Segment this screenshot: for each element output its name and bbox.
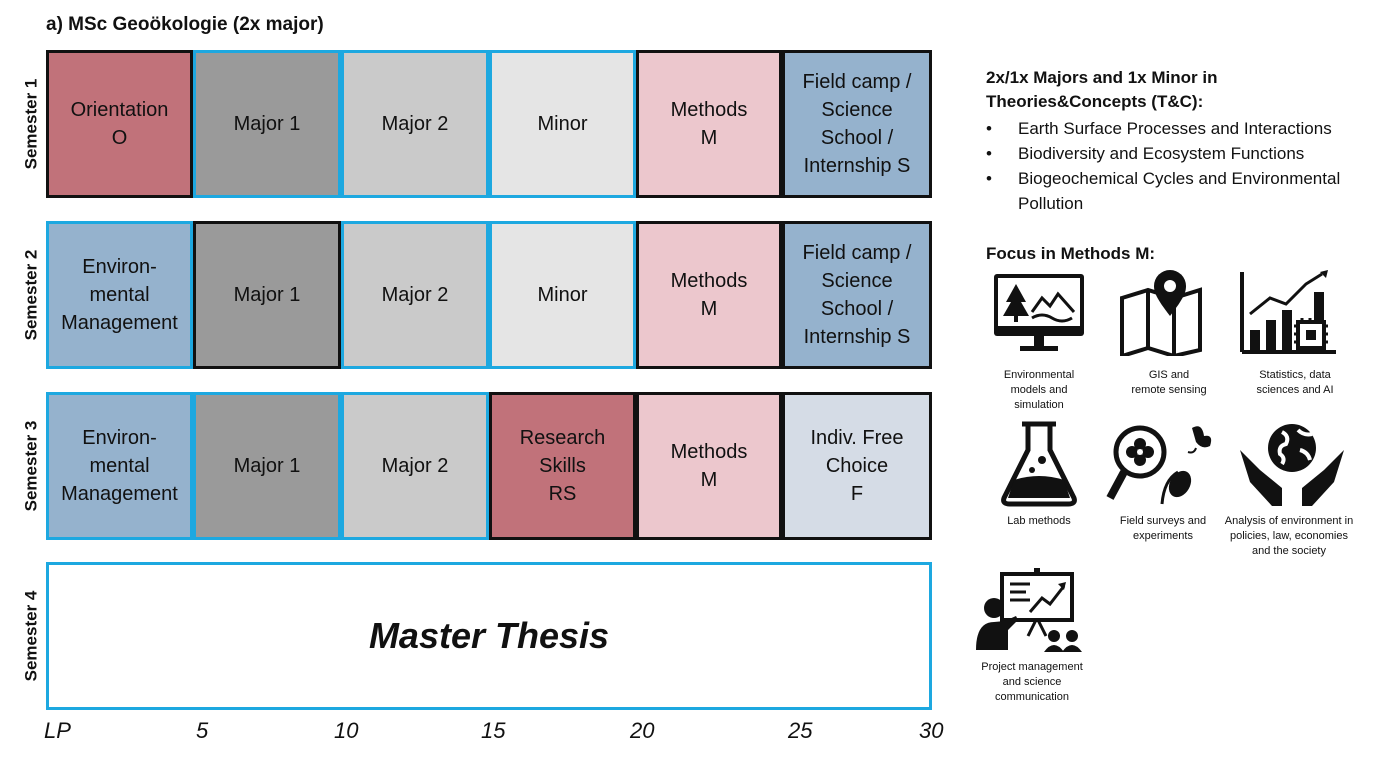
icon-caption: Environmental models and simulation bbox=[1003, 369, 1075, 411]
module-cell: Major 2 bbox=[341, 392, 489, 540]
icon-caption: GIS and remote sensing bbox=[1131, 369, 1207, 396]
map-pin-icon bbox=[1110, 268, 1228, 359]
magnifier-flower-icon bbox=[1104, 420, 1222, 508]
list-item: Earth Surface Processes and Interactions bbox=[986, 116, 1376, 141]
majors-list: Earth Surface Processes and Interactions… bbox=[986, 116, 1376, 216]
semester-3-label: Semester 3 bbox=[21, 420, 41, 512]
chart-chip-icon bbox=[1236, 268, 1354, 356]
module-cell: Orientation O bbox=[46, 50, 193, 198]
figure-title: a) MSc Geoökologie (2x major) bbox=[46, 14, 324, 35]
module-cell: Research Skills RS bbox=[489, 392, 636, 540]
icon-caption: Analysis of environment in policies, law… bbox=[1224, 515, 1354, 557]
icon-caption: Project management and science communica… bbox=[981, 661, 1083, 703]
lp-tick-25: 25 bbox=[788, 718, 813, 743]
icon-caption: Statistics, data sciences and AI bbox=[1256, 369, 1334, 396]
module-cell: Methods M bbox=[636, 50, 782, 198]
module-cell: Major 2 bbox=[341, 221, 489, 369]
module-cell: Major 2 bbox=[341, 50, 489, 198]
module-cell: Environ- mental Management bbox=[46, 392, 193, 540]
icon-caption: Field surveys and experiments bbox=[1119, 515, 1207, 542]
module-cell: Minor bbox=[489, 50, 636, 198]
lp-tick-30: 30 bbox=[919, 718, 944, 743]
module-cell: Environ- mental Management bbox=[46, 221, 193, 369]
module-cell: Minor bbox=[489, 221, 636, 369]
lp-tick-20: 20 bbox=[630, 718, 655, 743]
module-cell: Indiv. Free Choice F bbox=[782, 392, 932, 540]
lp-axis-label: LP bbox=[44, 718, 71, 743]
presentation-icon bbox=[972, 566, 1090, 654]
lp-tick-10: 10 bbox=[334, 718, 359, 743]
semester-4-label: Semester 4 bbox=[21, 590, 41, 682]
flask-icon bbox=[980, 420, 1098, 508]
module-cell: Field camp / Science School / Internship… bbox=[782, 221, 932, 369]
semester-2-label: Semester 2 bbox=[21, 249, 41, 341]
lp-tick-5: 5 bbox=[196, 718, 209, 743]
master-thesis-block: Master Thesis bbox=[46, 562, 932, 710]
icon-caption: Lab methods bbox=[1007, 515, 1071, 527]
module-cell: Major 1 bbox=[193, 392, 341, 540]
module-cell: Field camp / Science School / Internship… bbox=[782, 50, 932, 198]
module-cell: Methods M bbox=[636, 221, 782, 369]
methods-heading: Focus in Methods M: bbox=[986, 244, 1156, 263]
semester-1-label: Semester 1 bbox=[21, 78, 41, 170]
module-cell: Major 1 bbox=[193, 50, 341, 198]
lp-tick-15: 15 bbox=[481, 718, 506, 743]
monitor-landscape-icon bbox=[980, 268, 1098, 356]
majors-heading: 2x/1x Majors and 1x Minor in Theories&Co… bbox=[986, 68, 1218, 111]
hands-globe-icon bbox=[1232, 420, 1350, 508]
list-item: Biogeochemical Cycles and Environmental … bbox=[986, 166, 1376, 216]
list-item: Biodiversity and Ecosystem Functions bbox=[986, 141, 1376, 166]
module-cell: Major 1 bbox=[193, 221, 341, 369]
module-cell: Methods M bbox=[636, 392, 782, 540]
